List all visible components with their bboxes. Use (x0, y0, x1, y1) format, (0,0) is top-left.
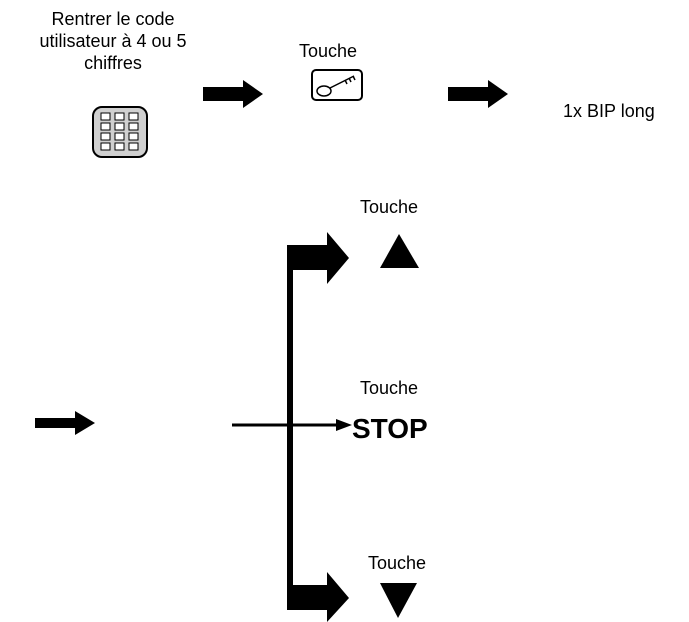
instruction-line-3: chiffres (84, 53, 142, 73)
result-text: 1x BIP long (563, 101, 655, 121)
branch-arrow-up (287, 232, 349, 284)
triangle-down-icon (380, 583, 417, 618)
touche-up-label: Touche (360, 197, 419, 217)
triangle-up-icon (380, 234, 419, 268)
touche-down-label: Touche (368, 553, 427, 573)
instruction-line-2: utilisateur à 4 ou 5 (39, 31, 187, 51)
keypad-icon (92, 106, 148, 158)
arrow-left-entry (35, 411, 95, 435)
arrow-step2 (448, 80, 508, 108)
branch-arrow-down (287, 572, 349, 622)
touche-stop-label: Touche (360, 378, 419, 398)
touche-key-label: Touche (299, 41, 358, 61)
key-icon (311, 69, 363, 101)
branch-vertical-line (287, 245, 293, 610)
arrow-step1 (203, 80, 263, 108)
instruction-line-1: Rentrer le code (51, 9, 175, 29)
stop-arrowhead (336, 419, 352, 431)
stop-symbol: STOP (352, 413, 428, 444)
code-instruction: Rentrer le code utilisateur à 4 ou 5 chi… (0, 8, 226, 74)
